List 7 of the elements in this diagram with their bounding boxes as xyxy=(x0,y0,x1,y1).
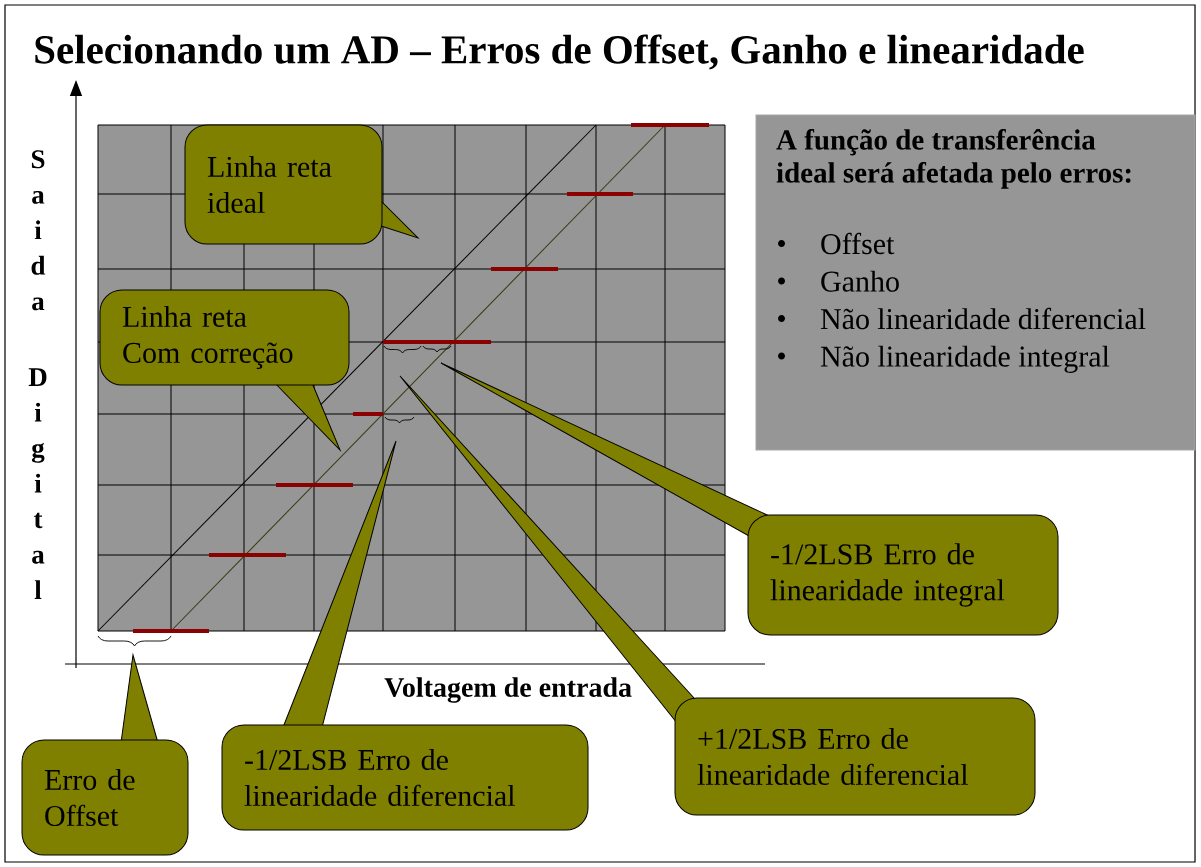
info-box: A função de transferência ideal será afetada pelo erros: Offset Ganho Não linearidade diferencial Não linearidade integral xyxy=(755,114,1196,451)
title: Selecionando um AD – Erros de Offset, Ganho e linearidade xyxy=(35,34,1084,70)
axis-label: Digital xyxy=(28,368,47,599)
axis-label: Saida xyxy=(31,150,46,311)
speech-bubble: Linha reta ideal xyxy=(184,124,419,245)
speech-bubble: Erro de Offset xyxy=(21,654,189,856)
speech-bubble: Linha reta Com correção xyxy=(99,289,350,451)
